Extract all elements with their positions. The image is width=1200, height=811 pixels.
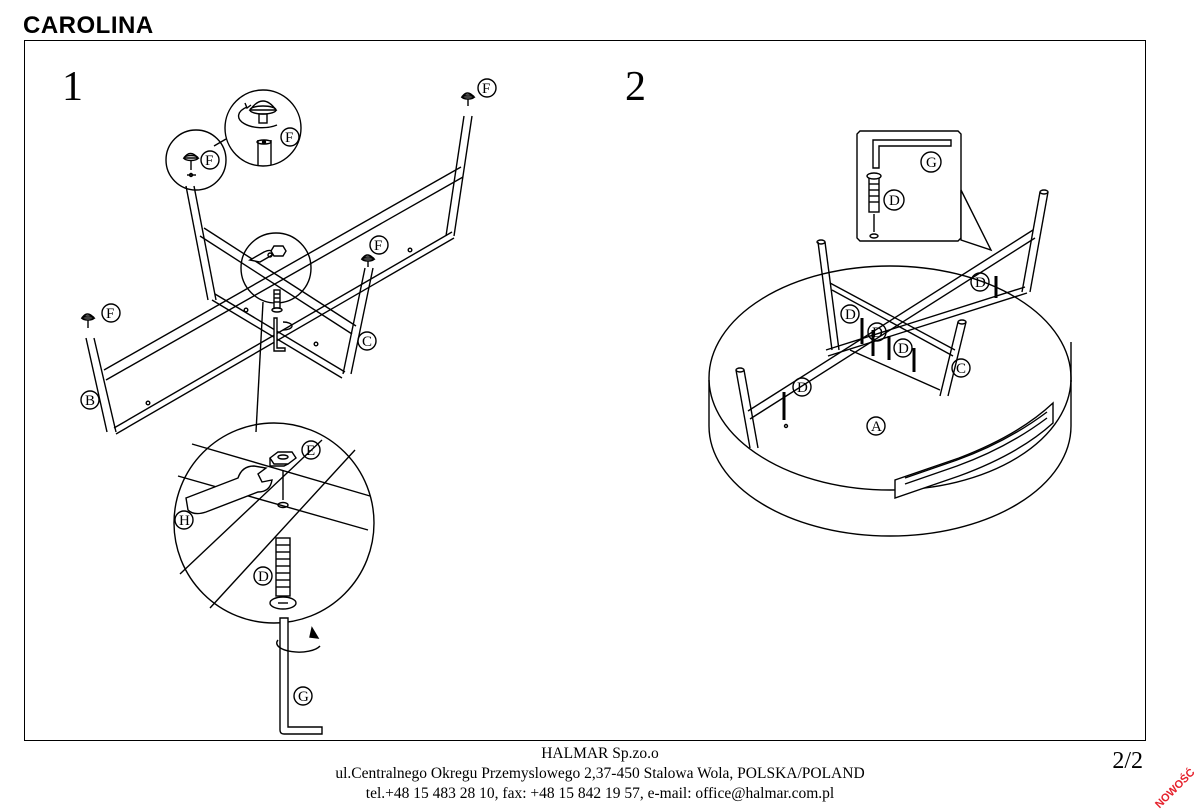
label-f: F [374, 238, 382, 254]
label-d: D [258, 569, 269, 585]
label-c: C [362, 334, 372, 350]
detail-circle-bolt-zoom [173, 422, 375, 624]
step-number-2: 2 [625, 64, 646, 110]
instruction-frame [24, 40, 1146, 741]
label-g: G [298, 689, 309, 705]
label-d: D [898, 341, 909, 357]
frame-b [85, 115, 473, 435]
screws-d [782, 276, 998, 429]
label-a: A [871, 419, 882, 435]
label-d: D [797, 380, 808, 396]
footer-address: ul.Centralnego Okregu Przemyslowego 2,37… [335, 765, 865, 782]
frame-c [185, 185, 374, 379]
label-d: D [975, 275, 986, 291]
label-b: B [85, 393, 95, 409]
label-f: F [106, 306, 114, 322]
footer: HALMAR Sp.zo.o ul.Centralnego Okregu Prz… [0, 744, 1200, 804]
step-number-1: 1 [62, 64, 83, 110]
label-d: D [872, 325, 883, 341]
page-number: 2/2 [1112, 748, 1143, 774]
footer-company: HALMAR Sp.zo.o [541, 745, 659, 762]
detail-box-hardware [856, 130, 993, 252]
label-f: F [482, 81, 490, 97]
product-title: CAROLINA [23, 12, 154, 39]
label-d: D [889, 193, 900, 209]
label-d: D [845, 307, 856, 323]
labels-step-2: G D D D D D D C A [792, 151, 990, 436]
table-top-a [708, 265, 1072, 537]
label-c: C [956, 361, 966, 377]
label-f: F [285, 130, 293, 146]
label-h: H [179, 513, 190, 529]
foot-cap-f [80, 92, 476, 328]
label-f: F [205, 153, 213, 169]
labels-step-1: F F F F F B C E H D G [80, 78, 497, 706]
detail-circle-foot-zoom [213, 89, 302, 167]
footer-contact: tel.+48 15 483 28 10, fax: +48 15 842 19… [365, 785, 835, 802]
label-g: G [926, 155, 937, 171]
label-e: E [306, 443, 315, 459]
frame-step-2 [735, 189, 1049, 449]
detail-circle-joint [240, 232, 312, 433]
allen-key-g [276, 617, 323, 735]
detail-circle-foot [165, 129, 227, 191]
